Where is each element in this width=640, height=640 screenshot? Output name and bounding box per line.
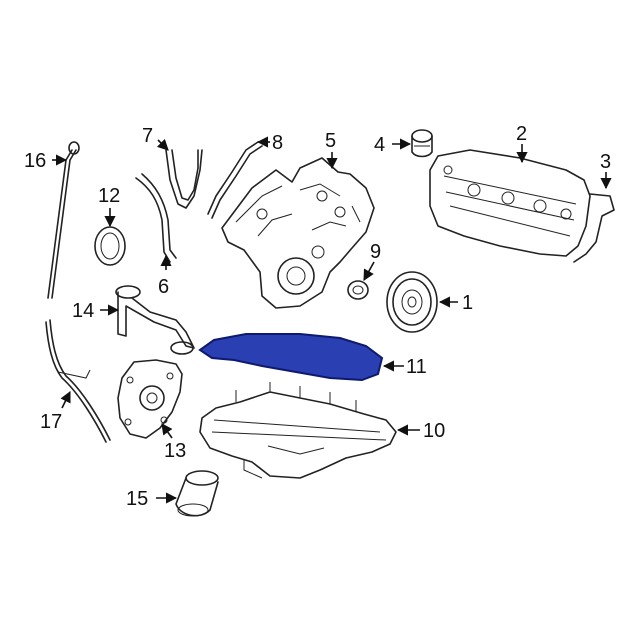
oil-cap-part[interactable] bbox=[411, 129, 433, 158]
callout-7[interactable]: 7 bbox=[142, 125, 153, 147]
callout-17[interactable]: 17 bbox=[40, 411, 62, 433]
crankshaft-seal-part[interactable] bbox=[94, 226, 126, 266]
callout-8[interactable]: 8 bbox=[272, 132, 283, 154]
oil-pump-part[interactable] bbox=[117, 359, 183, 439]
callout-11[interactable]: 11 bbox=[406, 356, 427, 378]
oil-pickup-part[interactable] bbox=[115, 285, 195, 355]
callout-1[interactable]: 1 bbox=[462, 292, 473, 314]
cam-seal-part[interactable] bbox=[347, 280, 369, 300]
callout-2[interactable]: 2 bbox=[516, 123, 527, 145]
callout-9[interactable]: 9 bbox=[370, 241, 381, 263]
callout-6[interactable]: 6 bbox=[158, 276, 169, 298]
oil-pan-part[interactable] bbox=[199, 382, 397, 479]
callout-15[interactable]: 15 bbox=[126, 488, 148, 510]
callout-labels: 1 2 3 4 5 6 7 8 9 10 11 12 13 14 15 16 1… bbox=[24, 123, 611, 510]
timing-gasket-part[interactable] bbox=[135, 173, 177, 263]
callout-10[interactable]: 10 bbox=[423, 420, 445, 442]
crankshaft-pulley-part[interactable] bbox=[386, 271, 438, 333]
oil-pan-gasket-part[interactable] bbox=[198, 333, 384, 382]
engine-block-part[interactable] bbox=[221, 157, 375, 309]
front-cover-gasket-part[interactable] bbox=[165, 149, 203, 209]
valve-cover-gasket-part[interactable] bbox=[573, 193, 615, 263]
intake-gasket-part[interactable] bbox=[207, 141, 263, 219]
oil-filter-part[interactable] bbox=[175, 470, 219, 517]
callout-3[interactable]: 3 bbox=[600, 151, 611, 173]
valve-cover-part[interactable] bbox=[429, 149, 591, 257]
dipstick-tube-part[interactable] bbox=[45, 319, 111, 443]
callout-5[interactable]: 5 bbox=[325, 130, 336, 152]
callout-14[interactable]: 14 bbox=[72, 300, 94, 322]
dipstick-part[interactable] bbox=[47, 141, 80, 299]
callout-16[interactable]: 16 bbox=[24, 150, 46, 172]
callout-4[interactable]: 4 bbox=[374, 134, 385, 156]
callout-13[interactable]: 13 bbox=[164, 440, 186, 462]
callout-12[interactable]: 12 bbox=[98, 185, 120, 207]
callout-leaders bbox=[52, 136, 612, 504]
